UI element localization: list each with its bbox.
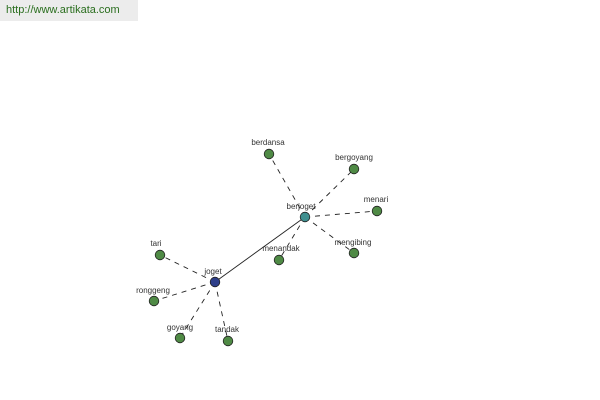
node-label-menandak: menandak bbox=[262, 244, 300, 253]
node-label-berdansa: berdansa bbox=[251, 138, 285, 147]
label-layer: joget berjoget tari ronggeng goyang tandak men… bbox=[136, 138, 388, 334]
node-label-ronggeng: ronggeng bbox=[136, 286, 170, 295]
edge-berjoget-berdansa bbox=[268, 153, 306, 218]
node-label-joget: joget bbox=[203, 267, 222, 276]
node-goyang[interactable] bbox=[174, 332, 186, 344]
edge-berjoget-bergoyang bbox=[304, 168, 355, 218]
node-tari[interactable] bbox=[154, 249, 166, 261]
node-joget[interactable] bbox=[209, 276, 221, 288]
node-berdansa[interactable] bbox=[263, 148, 275, 160]
node-layer bbox=[148, 148, 383, 347]
source-banner: http://www.artikata.com bbox=[0, 0, 138, 21]
node-berjoget[interactable] bbox=[299, 211, 311, 223]
edge-berjoget-mengibing bbox=[304, 216, 355, 254]
node-label-mengibing: mengibing bbox=[335, 238, 372, 247]
edge-berjoget-menandak bbox=[278, 216, 306, 261]
edge-joget-tandak bbox=[214, 281, 229, 342]
source-link[interactable]: http://www.artikata.com bbox=[6, 4, 120, 16]
node-ronggeng[interactable] bbox=[148, 295, 160, 307]
node-label-tari: tari bbox=[150, 239, 161, 248]
edge-joget-goyang bbox=[179, 281, 216, 339]
node-bergoyang[interactable] bbox=[348, 163, 360, 175]
node-tandak[interactable] bbox=[222, 335, 234, 347]
node-label-menari: menari bbox=[364, 195, 389, 204]
node-label-bergoyang: bergoyang bbox=[335, 153, 373, 162]
edge-joget-tari bbox=[159, 254, 216, 283]
edge-layer bbox=[153, 153, 378, 342]
node-menandak[interactable] bbox=[273, 254, 285, 266]
edge-berjoget-menari bbox=[304, 210, 378, 218]
node-label-berjoget: berjoget bbox=[287, 202, 317, 211]
node-mengibing[interactable] bbox=[348, 247, 360, 259]
node-menari[interactable] bbox=[371, 205, 383, 217]
node-label-tandak: tandak bbox=[215, 325, 240, 334]
edge-joget-ronggeng bbox=[153, 281, 216, 302]
edge-joget-berjoget bbox=[214, 216, 306, 283]
node-label-goyang: goyang bbox=[167, 323, 193, 332]
